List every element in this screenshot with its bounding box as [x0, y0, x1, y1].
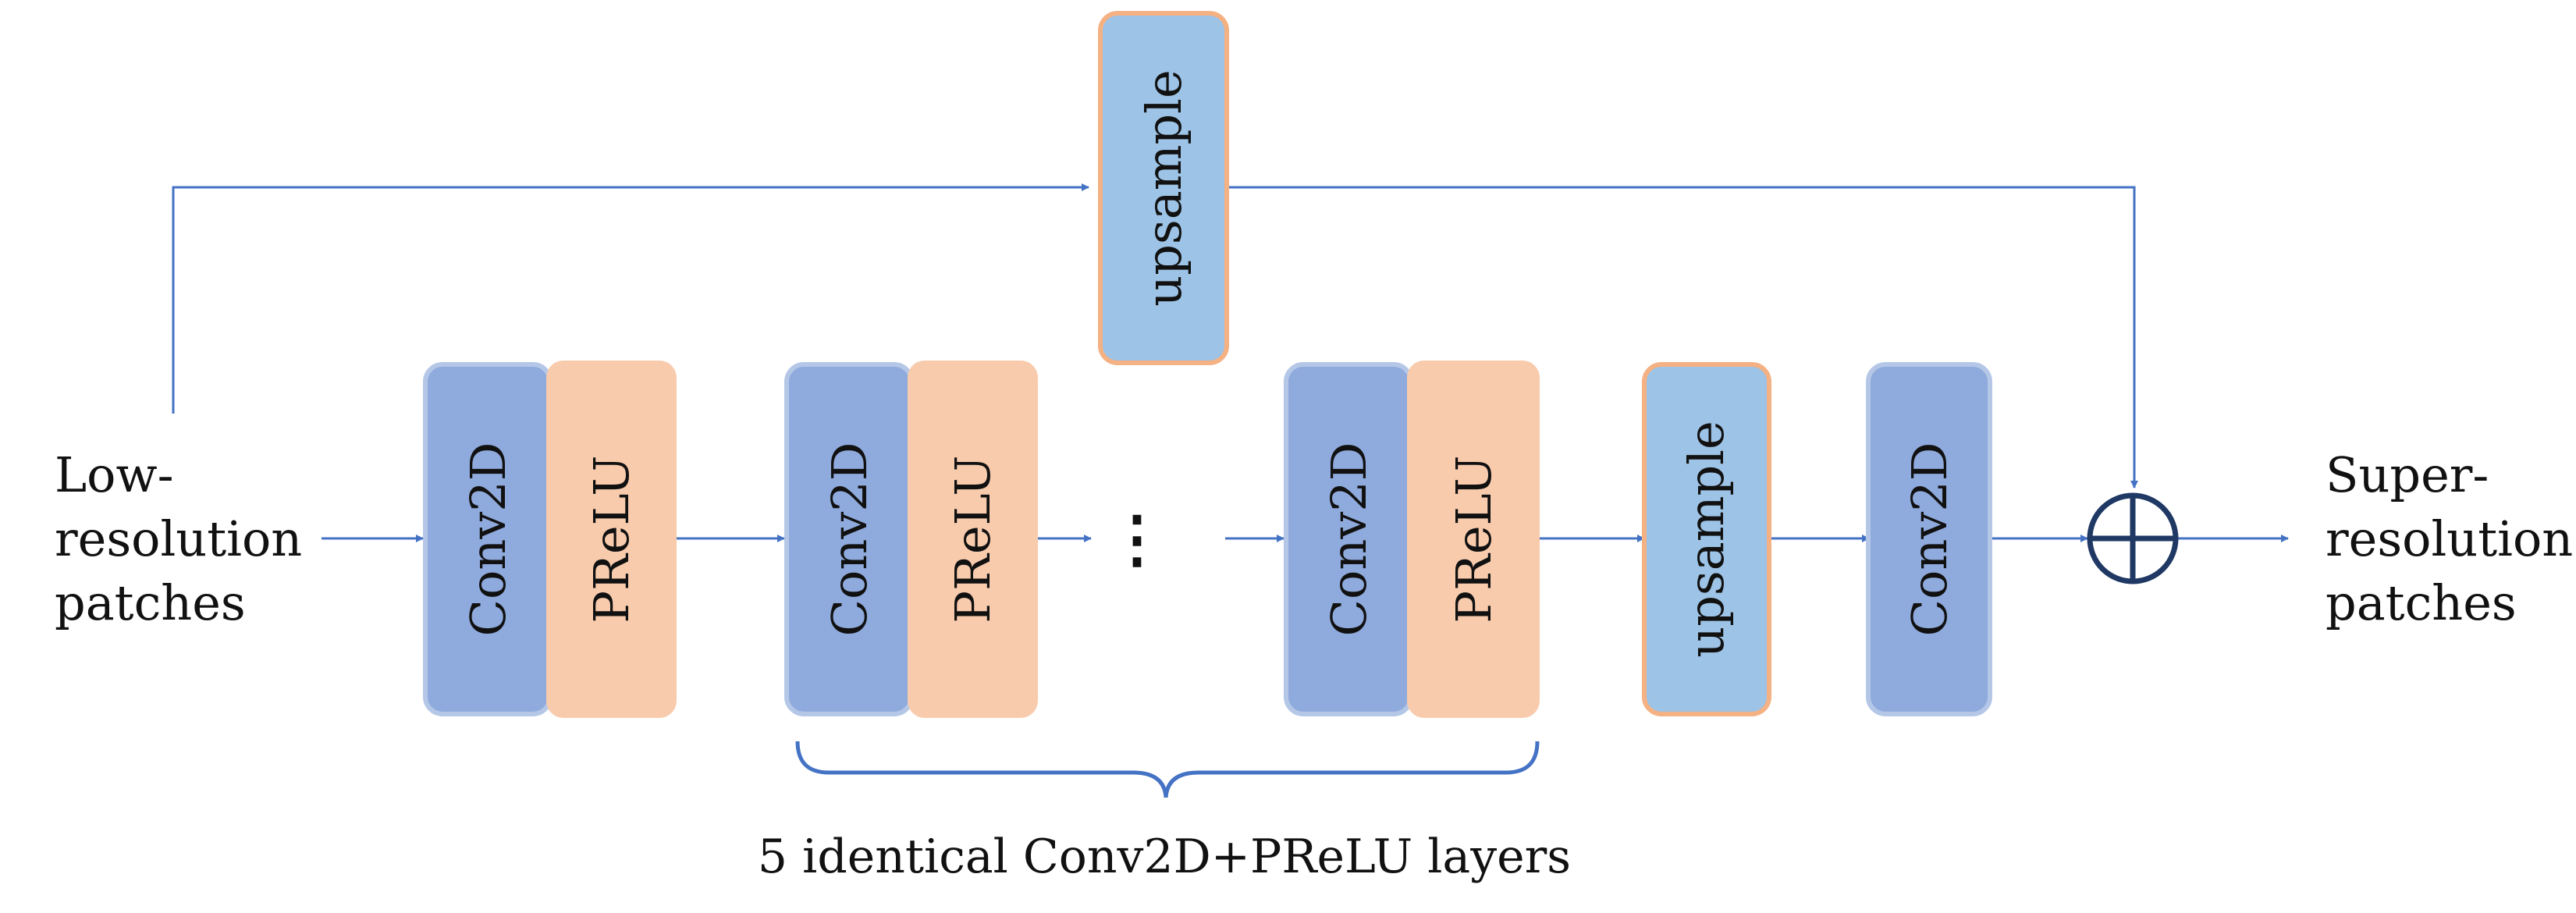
conv-label-final: Conv2D [1901, 442, 1958, 637]
upsample-label-top: upsample [1135, 69, 1192, 306]
upsample-box-bottom [1642, 362, 1771, 716]
prelu-box-3 [1407, 361, 1540, 718]
output-label-line-3: patches [2326, 574, 2517, 631]
upsample-box-top [1098, 11, 1229, 365]
output-label-line-2: resolution [2326, 510, 2573, 567]
input-label: Low- resolution patches [55, 446, 302, 631]
upsample-block-bottom: upsample [1642, 362, 1771, 716]
upsample-label-bottom: upsample [1678, 421, 1735, 657]
prelu-label-1: PReLU [583, 455, 640, 623]
circle-plus-icon [2087, 492, 2179, 584]
output-label-line-1: Super- [2326, 446, 2489, 503]
conv-prelu-block-2: Conv2D PReLU [784, 361, 1038, 718]
layers-brace [795, 741, 1540, 798]
conv-label-3: Conv2D [1320, 442, 1377, 637]
skip-connection [172, 183, 2138, 488]
conv-block-final: Conv2D [1866, 362, 1992, 716]
input-label-line-2: resolution [55, 510, 302, 567]
conv-prelu-block-3: Conv2D PReLU [1284, 361, 1540, 718]
conv-box-final [1866, 362, 1992, 716]
skip-line-in [172, 183, 1089, 414]
prelu-label-3: PReLU [1445, 455, 1502, 623]
output-label: Super- resolution patches [2326, 446, 2573, 631]
input-label-line-1: Low- [55, 446, 174, 503]
skip-line-out [1227, 186, 2138, 488]
prelu-box-1 [546, 361, 677, 718]
conv-prelu-block-1: Conv2D PReLU [423, 361, 677, 718]
ellipsis-dots: ⋮ [1106, 502, 1168, 575]
conv-label-2: Conv2D [821, 442, 878, 637]
conv-label-1: Conv2D [460, 442, 517, 637]
prelu-box-2 [908, 361, 1038, 718]
upsample-block-top: upsample [1098, 11, 1229, 365]
prelu-label-2: PReLU [944, 455, 1001, 623]
brace-caption: 5 identical Conv2D+PReLU layers [758, 830, 1571, 884]
input-label-line-3: patches [55, 574, 246, 631]
